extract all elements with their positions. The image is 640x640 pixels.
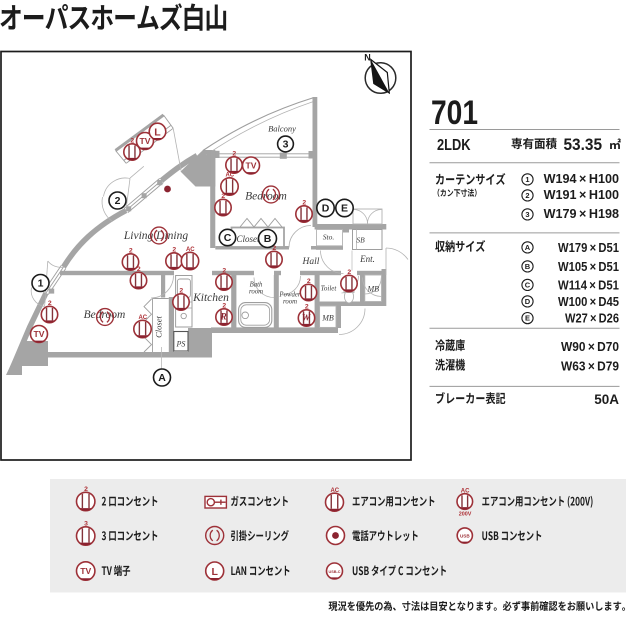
svg-text:Balcony: Balcony — [268, 124, 296, 134]
svg-text:A: A — [525, 243, 531, 252]
svg-text:B: B — [525, 262, 531, 271]
svg-text:701: 701 — [431, 94, 478, 132]
svg-text:1: 1 — [525, 175, 529, 184]
svg-text:W27 × D26: W27 × D26 — [565, 311, 619, 326]
svg-text:W194 × H100: W194 × H100 — [544, 172, 619, 186]
svg-text:N: N — [364, 53, 371, 63]
svg-text:Ent.: Ent. — [359, 254, 375, 264]
svg-text:C: C — [525, 280, 531, 289]
svg-text:USB: USB — [460, 533, 470, 538]
svg-text:AC: AC — [461, 489, 470, 495]
svg-text:A: A — [158, 372, 166, 384]
svg-text:TV: TV — [34, 329, 45, 339]
svg-text:2: 2 — [137, 266, 141, 273]
svg-text:E: E — [341, 203, 348, 215]
svg-text:Bedroom: Bedroom — [245, 191, 287, 203]
svg-text:Closet: Closet — [236, 234, 260, 244]
svg-text:2: 2 — [172, 247, 176, 254]
svg-text:AC: AC — [138, 315, 147, 321]
svg-text:2: 2 — [222, 303, 226, 310]
svg-text:room: room — [283, 299, 297, 306]
svg-text:PS: PS — [176, 340, 186, 349]
svg-text:D: D — [322, 203, 330, 215]
svg-text:Hall: Hall — [302, 257, 320, 267]
svg-text:2: 2 — [525, 191, 529, 200]
svg-text:2: 2 — [179, 288, 183, 295]
svg-text:AC: AC — [330, 488, 339, 494]
svg-text:Kitchen: Kitchen — [192, 292, 229, 304]
svg-text:AC: AC — [225, 173, 234, 179]
svg-text:TV: TV — [80, 566, 91, 576]
svg-text:2: 2 — [48, 300, 52, 307]
svg-text:MB: MB — [321, 314, 334, 323]
svg-text:room: room — [249, 289, 263, 296]
svg-text:W63 × D79: W63 × D79 — [561, 359, 619, 374]
svg-text:E: E — [525, 314, 530, 323]
svg-text:W179 × D51: W179 × D51 — [558, 240, 619, 255]
svg-text:3: 3 — [283, 139, 289, 151]
svg-text:USB-C: USB-C — [328, 570, 340, 574]
svg-text:TV: TV — [246, 161, 257, 171]
svg-text:2: 2 — [130, 138, 134, 145]
svg-text:C: C — [224, 232, 232, 244]
svg-text:W: W — [302, 314, 311, 324]
svg-text:50A: 50A — [594, 392, 619, 407]
svg-text:2: 2 — [84, 486, 88, 493]
svg-text:3: 3 — [84, 521, 88, 528]
svg-text:3: 3 — [525, 210, 529, 219]
svg-text:2: 2 — [272, 245, 276, 252]
svg-text:2LDK: 2LDK — [437, 137, 471, 154]
svg-text:2: 2 — [222, 268, 226, 275]
svg-text:Toilet: Toilet — [321, 285, 338, 293]
svg-text:2: 2 — [302, 200, 306, 207]
svg-text:W191 × H100: W191 × H100 — [544, 188, 619, 202]
svg-text:2: 2 — [129, 248, 133, 255]
svg-text:MB: MB — [367, 285, 380, 294]
svg-text:2: 2 — [307, 278, 311, 285]
svg-text:R: R — [219, 313, 226, 323]
svg-text:W90 × D70: W90 × D70 — [561, 339, 619, 354]
svg-text:Powder: Powder — [278, 292, 300, 299]
svg-text:2: 2 — [115, 195, 121, 207]
svg-text:Bath: Bath — [250, 282, 263, 289]
svg-text:W179 × H198: W179 × H198 — [544, 207, 619, 221]
svg-text:TV: TV — [140, 136, 151, 146]
svg-text:B: B — [264, 233, 272, 245]
svg-text:W105 × D51: W105 × D51 — [558, 259, 619, 274]
svg-text:1: 1 — [38, 278, 44, 290]
svg-text:W114 × D51: W114 × D51 — [558, 278, 619, 293]
svg-text:L: L — [211, 566, 218, 578]
svg-text:Closet: Closet — [154, 316, 164, 338]
svg-text:L: L — [154, 126, 161, 138]
svg-text:2: 2 — [305, 304, 309, 311]
svg-text:2: 2 — [232, 151, 236, 158]
svg-text:Bedroom: Bedroom — [84, 309, 126, 321]
svg-text:D: D — [525, 297, 531, 306]
svg-text:200V: 200V — [459, 511, 472, 517]
svg-text:53.35: 53.35 — [564, 135, 603, 154]
svg-text:W100 × D45: W100 × D45 — [558, 294, 619, 309]
svg-text:Sto.: Sto. — [323, 233, 335, 242]
svg-text:Living Dining: Living Dining — [123, 230, 188, 242]
svg-text:2: 2 — [221, 193, 225, 200]
svg-text:AC: AC — [186, 247, 195, 253]
svg-text:2: 2 — [347, 269, 351, 276]
svg-text:SB: SB — [356, 236, 365, 245]
